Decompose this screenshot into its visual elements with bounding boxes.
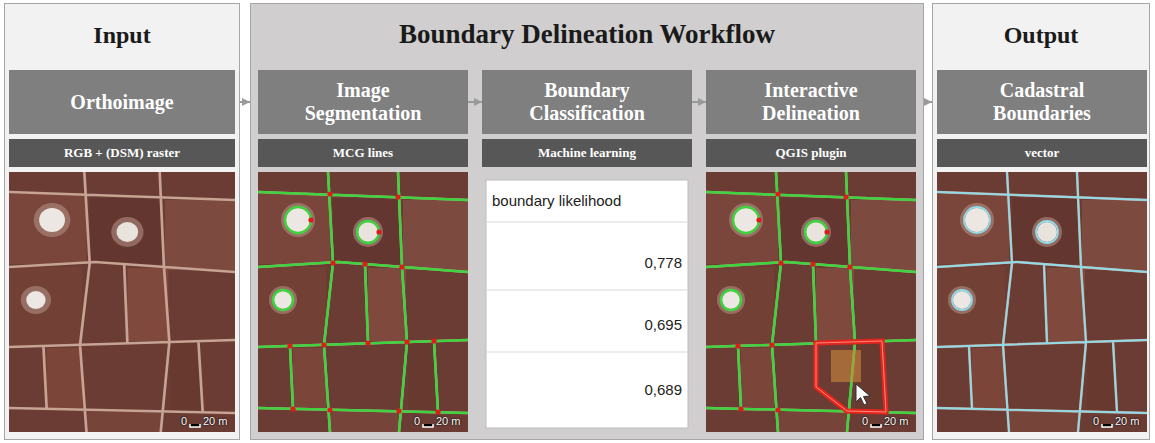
step-subtitle: RGB + (DSM) raster (9, 139, 235, 167)
orthoimage-picture (9, 172, 235, 432)
scale-label: 20 m (884, 414, 914, 428)
table-cell: 0,689 (560, 380, 682, 400)
flow-arrow (468, 101, 482, 103)
step-subtitle: Machine learning (482, 139, 692, 167)
stage-panel: Boundary Delineation WorkflowImage Segme… (250, 3, 924, 440)
table-cell: 0,778 (560, 253, 682, 273)
step-column: Cadastral Boundaries vector (937, 70, 1147, 432)
flow-arrow (240, 101, 250, 103)
scale-label: 20 m (436, 414, 466, 428)
flow-arrow (924, 101, 932, 103)
boundaries-picture (937, 172, 1147, 432)
scale-label: 20 m (203, 414, 233, 428)
scale-label: 0 (177, 414, 187, 428)
panel-ground (932, 3, 1150, 440)
step-subtitle: vector (937, 139, 1147, 167)
step-subtitle: MCG lines (258, 139, 468, 167)
step-title: Boundary Classification (482, 70, 692, 134)
flow-arrow (692, 101, 706, 103)
panel-ground (4, 3, 240, 440)
scale-label: 0 (858, 414, 868, 428)
panel-ground (250, 3, 924, 440)
step-title: Cadastral Boundaries (937, 70, 1147, 134)
likelihood-table (486, 180, 688, 428)
table-cell: 0,695 (560, 315, 682, 335)
panel-title: Output (933, 4, 1149, 66)
step-column: Boundary ClassificationMachine learning (482, 70, 692, 432)
delineation-picture (706, 172, 916, 432)
step-column: Interactive DelineationQGIS plugin (706, 70, 916, 432)
step-column: OrthoimageRGB + (DSM) raster (9, 70, 235, 432)
stage-panel: InputOrthoimageRGB + (DSM) raster (4, 3, 240, 440)
step-column: Image SegmentationMCG lines (258, 70, 468, 432)
step-title: Orthoimage (9, 70, 235, 134)
step-title: Interactive Delineation (706, 70, 916, 134)
scale-bar (190, 424, 1112, 427)
table-header: boundary likelihood (492, 191, 684, 211)
panel-title: Boundary Delineation Workflow (251, 4, 923, 66)
step-title: Image Segmentation (258, 70, 468, 134)
stage-panel: OutputCadastral Boundaries vector (932, 3, 1150, 440)
step-subtitle: QGIS plugin (706, 139, 916, 167)
scale-label: 0 (410, 414, 420, 428)
segmentation-picture (258, 172, 468, 432)
scale-label: 0 (1089, 414, 1099, 428)
panel-title: Input (5, 4, 239, 66)
scale-label: 20 m (1115, 414, 1145, 428)
